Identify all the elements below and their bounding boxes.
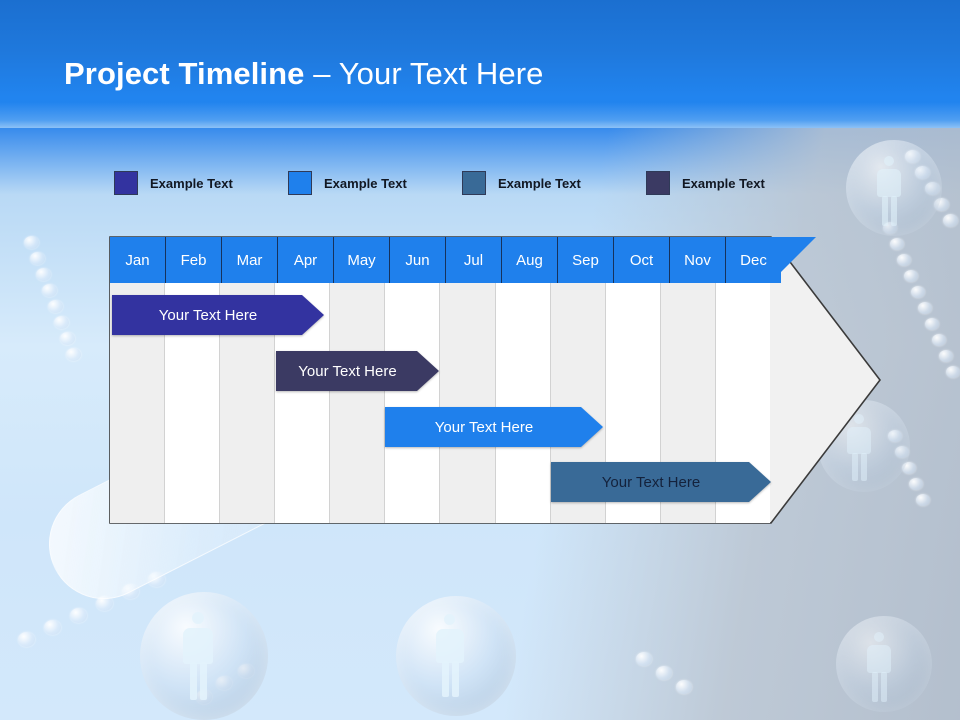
timeline-bar-4[interactable]: Your Text Here <box>551 462 771 502</box>
month-cell-nov[interactable]: Nov <box>670 237 726 283</box>
column-jul <box>440 283 496 523</box>
timeline-bar-3-shape <box>385 407 603 447</box>
timeline-bar-3-label: Your Text Here <box>434 418 534 436</box>
month-cell-mar[interactable]: Mar <box>222 237 278 283</box>
month-cell-aug[interactable]: Aug <box>502 237 558 283</box>
legend-item-1[interactable]: Example Text <box>114 170 233 196</box>
month-cell-oct[interactable]: Oct <box>614 237 670 283</box>
timeline-chart: Jan Feb Mar Apr May Jun Jul Aug Sep Oct … <box>109 236 881 524</box>
month-cell-feb[interactable]: Feb <box>166 237 222 283</box>
legend-label-2: Example Text <box>324 175 407 191</box>
timeline-bar-2-shape <box>276 351 439 391</box>
legend-item-3[interactable]: Example Text <box>462 170 581 196</box>
timeline-bar-1-label: Your Text Here <box>158 306 258 324</box>
month-cell-jan[interactable]: Jan <box>110 237 166 283</box>
timeline-bar-1[interactable]: Your Text Here <box>112 295 324 335</box>
month-cell-apr[interactable]: Apr <box>278 237 334 283</box>
legend-swatch-icon-1 <box>114 171 138 195</box>
timeline-month-header: Jan Feb Mar Apr May Jun Jul Aug Sep Oct … <box>110 237 781 283</box>
page-title-light: Your Text Here <box>338 56 544 91</box>
column-aug <box>495 283 551 523</box>
timeline-bar-2-label: Your Text Here <box>298 362 397 380</box>
month-cell-jun[interactable]: Jun <box>390 237 446 283</box>
timeline-bar-2[interactable]: Your Text Here <box>276 351 439 391</box>
legend: Example Text Example Text Example Text E… <box>114 170 874 196</box>
month-cell-sep[interactable]: Sep <box>558 237 614 283</box>
page-title: Project Timeline – Your Text Here <box>64 56 543 92</box>
month-cell-dec[interactable]: Dec <box>726 237 781 283</box>
legend-label-4: Example Text <box>682 175 765 191</box>
legend-swatch-icon-2 <box>288 171 312 195</box>
legend-item-4[interactable]: Example Text <box>646 170 765 196</box>
column-jun <box>385 283 441 523</box>
timeline-bar-4-shape <box>551 462 771 502</box>
month-cell-jul[interactable]: Jul <box>446 237 502 283</box>
legend-label-1: Example Text <box>150 175 233 191</box>
month-cell-may[interactable]: May <box>334 237 390 283</box>
timeline-bar-4-label: Your Text Here <box>601 473 701 491</box>
timeline-bar-3[interactable]: Your Text Here <box>385 407 603 447</box>
page-title-strong: Project Timeline <box>64 56 305 91</box>
legend-item-2[interactable]: Example Text <box>288 170 407 196</box>
legend-swatch-icon-4 <box>646 171 670 195</box>
header-band <box>0 0 960 128</box>
legend-swatch-icon-3 <box>462 171 486 195</box>
legend-label-3: Example Text <box>498 175 581 191</box>
timeline-bar-1-shape <box>112 295 324 335</box>
page-title-dash: – <box>304 56 339 91</box>
column-may <box>330 283 386 523</box>
